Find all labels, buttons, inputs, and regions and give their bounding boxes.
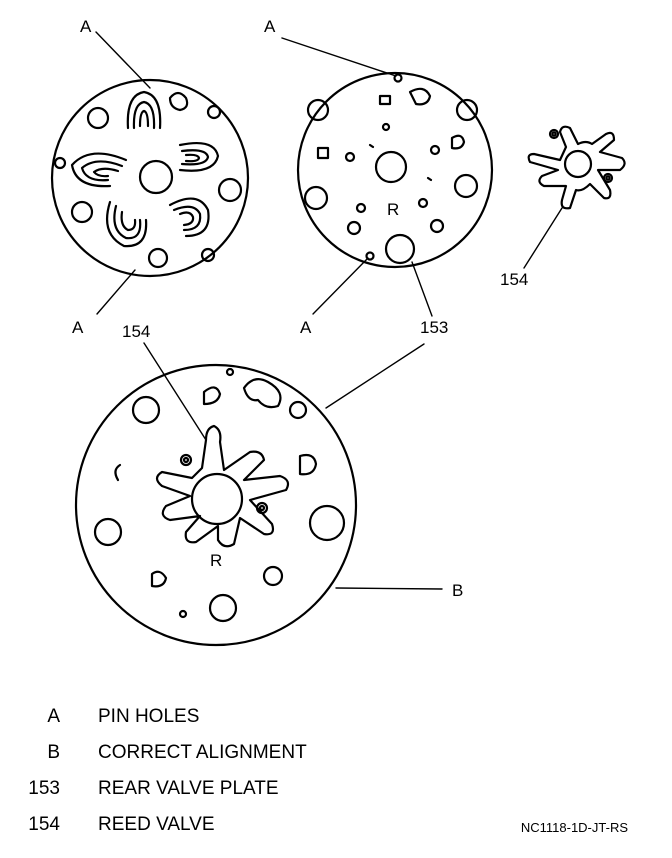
legend-desc: PIN HOLES (98, 706, 200, 727)
plate-with-reed-pattern (50, 78, 250, 278)
rear-valve-plate-view: R (296, 71, 494, 269)
callout-154-small: 154 (500, 270, 528, 289)
callout-153: 153 (420, 318, 448, 337)
assembled-plate-view: R (74, 363, 358, 647)
valve-plate-diagram: R R (50, 17, 626, 647)
callout-b: B (452, 581, 463, 600)
reed-loop-bottom-left (106, 200, 148, 248)
callout-labels: A A A A 153 154 154 B (72, 17, 528, 600)
callout-154-bottom: 154 (122, 322, 150, 341)
callout-a-top-left: A (80, 17, 92, 36)
legend: A PIN HOLES B CORRECT ALIGNMENT 153 REAR… (0, 700, 672, 850)
reed-valve-small (527, 125, 626, 210)
r-mark-middle: R (387, 200, 399, 219)
reed-loop-bottom-right (168, 197, 210, 238)
legend-key: A (47, 706, 60, 727)
reed-valve-installed (155, 424, 290, 548)
reed-loop-left (70, 152, 128, 188)
callout-a-middle: A (300, 318, 312, 337)
reed-loop-right (178, 141, 220, 172)
legend-desc: CORRECT ALIGNMENT (98, 742, 307, 763)
r-mark-bottom: R (210, 551, 222, 570)
callout-a-top-middle: A (264, 17, 276, 36)
legend-key: 153 (28, 778, 60, 799)
callout-a-left: A (72, 318, 84, 337)
legend-desc: REAR VALVE PLATE (98, 778, 279, 799)
figure-code: NC1118-1D-JT-RS (520, 820, 628, 835)
legend-key: B (47, 742, 60, 763)
leader-lines (95, 31, 563, 590)
legend-key: 154 (28, 814, 60, 835)
reed-loop-top (126, 90, 162, 130)
legend-desc: REED VALVE (98, 814, 215, 835)
